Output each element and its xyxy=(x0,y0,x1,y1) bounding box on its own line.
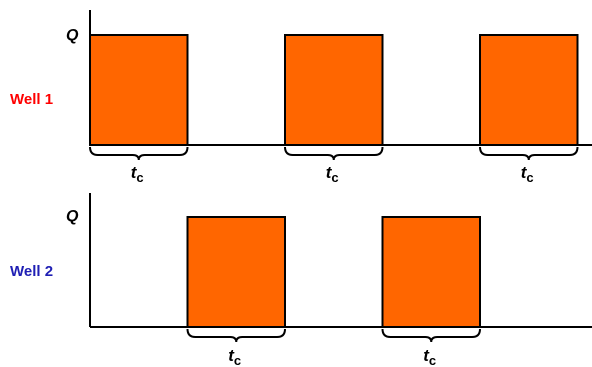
well-1-pulse-1 xyxy=(89,34,189,146)
well-1-pulse-3 xyxy=(479,34,579,146)
well-1-pulses xyxy=(89,34,579,146)
well-2-span-brace-2 xyxy=(381,328,481,343)
well-2-span-label-2: tc xyxy=(423,346,436,367)
well-1-axis-label: Q xyxy=(66,27,79,44)
well-1-span-label-1: tc xyxy=(131,163,144,185)
well-1-label: Well 1 xyxy=(10,91,53,108)
well-2-panel: Well 2 Q tc tc xyxy=(10,193,592,367)
well-2-axis-label: Q xyxy=(66,208,79,225)
well-1-span-brace-3 xyxy=(479,146,579,161)
well-1-spans: tc tc tc xyxy=(89,146,579,185)
well-1-panel: Well 1 Q tc tc tc xyxy=(10,10,592,185)
well-1-span-brace-2 xyxy=(284,146,384,161)
well-2-pulses xyxy=(186,216,481,328)
well-2-span-label-1: tc xyxy=(228,346,241,367)
well-1-span-brace-1 xyxy=(89,146,189,161)
well-2-spans: tc tc xyxy=(186,328,481,367)
well-1-span-label-3: tc xyxy=(521,163,534,185)
well-2-label: Well 2 xyxy=(10,263,53,280)
well-2-pulse-1 xyxy=(186,216,286,328)
well-1-pulse-2 xyxy=(284,34,384,146)
well-1-span-label-2: tc xyxy=(326,163,339,185)
well-2-span-brace-1 xyxy=(186,328,286,343)
well-2-pulse-2 xyxy=(381,216,481,328)
